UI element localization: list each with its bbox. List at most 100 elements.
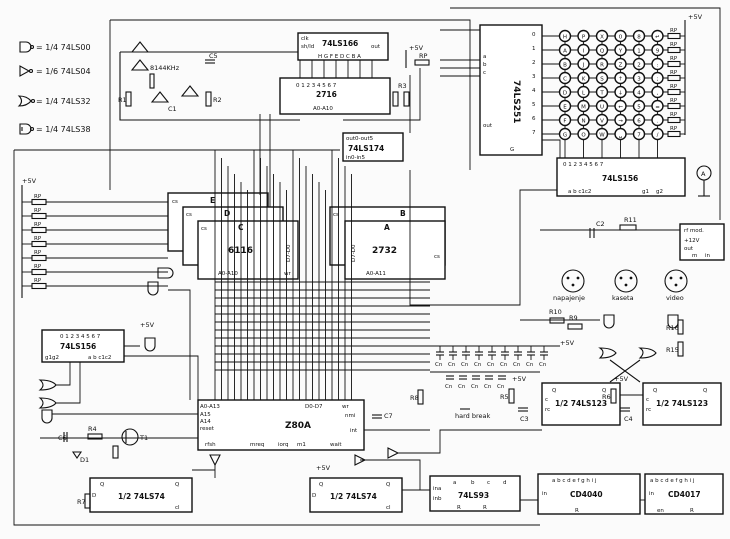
- svg-text:A0-A11: A0-A11: [366, 271, 386, 277]
- svg-text:cs: cs: [186, 212, 192, 218]
- ls174-chip: out0-out5 74LS174 in0-in5: [342, 132, 404, 162]
- ls251-label: 74LS251: [511, 80, 521, 124]
- ls93-chip: a b c d ina inb 74LS93 R R: [429, 475, 521, 512]
- cn-cap-b-0: Cn: [445, 384, 453, 390]
- svg-text:nmi: nmi: [345, 413, 356, 419]
- key-0-0: [558, 29, 572, 43]
- svg-text:rc: rc: [646, 407, 651, 413]
- svg-text:out: out: [684, 246, 694, 252]
- key-label: ↓: [618, 90, 623, 97]
- key-label: 0: [619, 35, 623, 41]
- key-label: ↑: [618, 76, 623, 83]
- key-label: K: [582, 77, 586, 83]
- key-7-5: [651, 127, 664, 141]
- svg-text:c: c: [487, 480, 490, 486]
- svg-text:R: R: [483, 505, 487, 511]
- key-5-5: [651, 99, 664, 113]
- svg-text:g2: g2: [656, 189, 663, 195]
- svg-text:A0-A10: A0-A10: [313, 106, 333, 112]
- key-label: →: [618, 119, 623, 125]
- svg-text:R10: R10: [549, 308, 562, 316]
- svg-text:a: a: [453, 480, 456, 486]
- svg-text:+5V: +5V: [560, 339, 575, 347]
- key-label: V: [600, 119, 604, 125]
- svg-text:Q: Q: [386, 482, 391, 488]
- svg-text:b: b: [483, 62, 487, 68]
- svg-text:R3: R3: [398, 82, 407, 90]
- svg-text:cl: cl: [386, 505, 391, 511]
- svg-text:A15: A15: [200, 412, 211, 418]
- ls156-left-label: 74LS156: [60, 342, 96, 351]
- svg-text:m: m: [692, 253, 697, 259]
- rp-left-1: RP: [34, 208, 42, 214]
- key-label: Z: [619, 63, 623, 69]
- svg-text:iorq: iorq: [278, 442, 289, 448]
- key-label: 3: [637, 77, 641, 83]
- svg-text:0: 0: [532, 32, 536, 38]
- eprom-b-label: B: [400, 209, 406, 218]
- cn-cap-4: Cn: [487, 362, 495, 368]
- key-label: 6: [637, 119, 641, 125]
- rf-modulator: rf mod. +12V out m in: [679, 223, 725, 261]
- c2716-label: 2716: [316, 90, 337, 99]
- ls166-label: 74LS166: [322, 39, 358, 48]
- oscillator: 8144KHz C5 C1 R1 R2: [118, 41, 300, 121]
- ls123a-label: 1/2 74LS123: [555, 399, 607, 408]
- key-1-4: [632, 43, 646, 57]
- key-3-2: [595, 71, 609, 85]
- svg-text:a b c1c2: a b c1c2: [88, 355, 111, 361]
- reset-circuit: R4 C6 D1 T1: [40, 425, 198, 464]
- svg-text:c: c: [483, 70, 486, 76]
- svg-text:G: G: [510, 147, 514, 153]
- svg-text:d: d: [503, 480, 507, 486]
- svg-text:en: en: [657, 508, 664, 514]
- key-label: =: [655, 105, 660, 111]
- svg-text:R6: R6: [602, 393, 611, 401]
- key-label: I: [583, 49, 585, 55]
- svg-text:ina: ina: [433, 486, 441, 492]
- svg-text:7: 7: [532, 130, 536, 136]
- svg-text:cl: cl: [175, 505, 180, 511]
- cn-cap-6: Cn: [513, 362, 521, 368]
- svg-text:+12V: +12V: [684, 238, 700, 244]
- svg-text:R8: R8: [410, 394, 419, 402]
- connectors: napajenje kaseta video: [553, 269, 688, 302]
- svg-text:wr: wr: [284, 271, 291, 277]
- key-0-2: [595, 29, 609, 43]
- svg-text:c: c: [646, 397, 649, 403]
- legend: = 1/4 74LS00 = 1/6 74LS04 = 1/4 74LS32 =…: [17, 41, 91, 135]
- svg-text:R: R: [457, 505, 461, 511]
- svg-text:napajenje: napajenje: [553, 294, 585, 302]
- key-5-1: [577, 99, 590, 113]
- hard-break-label: hard break: [455, 412, 490, 420]
- key-6-3: [614, 113, 627, 127]
- key-1-3: [614, 43, 627, 57]
- key-label: U: [600, 105, 604, 111]
- svg-text:D7-D0: D7-D0: [351, 244, 357, 262]
- key-4-4: [632, 85, 646, 99]
- bus-lines: [13, 7, 721, 526]
- svg-text:sh/ld: sh/ld: [301, 44, 314, 50]
- ls123b-label: 1/2 74LS123: [656, 399, 708, 408]
- supply-rp-left: +5V: [22, 177, 37, 185]
- svg-text:2: 2: [532, 60, 536, 66]
- ram-6116-label: 6116: [228, 246, 253, 256]
- key-0-4: [632, 29, 646, 43]
- svg-text:g1: g1: [642, 189, 649, 195]
- key-label: Q: [600, 49, 605, 55]
- ls123b-chip: Q Q 1/2 74LS123 rc c: [642, 382, 722, 426]
- svg-text:a b c1c2: a b c1c2: [568, 189, 591, 195]
- key-label: D: [563, 91, 567, 97]
- svg-text:cs: cs: [172, 199, 178, 205]
- svg-text:rf mod.: rf mod.: [684, 228, 704, 234]
- key-1-0: [558, 43, 572, 57]
- ls74a-chip: Q Q 1/2 74LS74 D cl: [89, 477, 193, 513]
- key-7-1: [577, 127, 590, 141]
- key-label: Y: [618, 49, 623, 55]
- rp-key-1: RP: [670, 42, 678, 48]
- svg-text:C3: C3: [520, 415, 529, 423]
- kaseta-connector: [614, 269, 638, 293]
